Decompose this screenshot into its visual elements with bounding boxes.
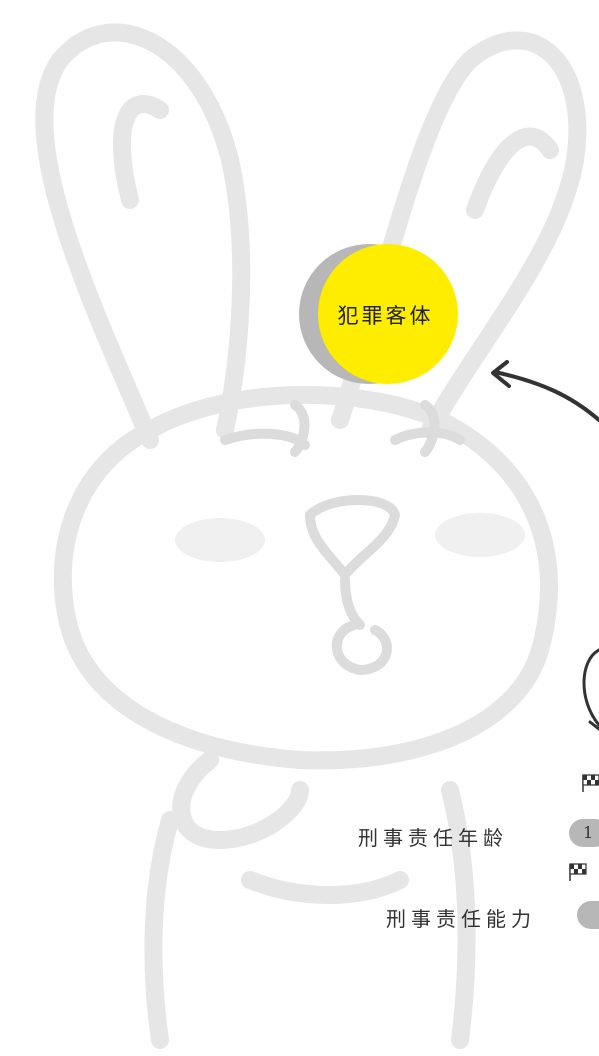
bracket-curve (582, 648, 599, 727)
checkered-flag-icon (582, 774, 599, 792)
arrow-head-icon (491, 360, 511, 388)
checkered-flag-icon (569, 863, 587, 881)
topic-bubble-circle (318, 244, 458, 384)
arrow-line (493, 370, 599, 422)
topic-label: 犯罪客体 (337, 304, 434, 328)
item-number-badge: 1 (569, 819, 599, 847)
item-number-badge (577, 901, 599, 929)
item-label-criminal-capacity: 刑事责任能力 (386, 907, 536, 931)
topic-bubble: 犯罪客体 (299, 238, 459, 388)
item-label-criminal-age: 刑事责任年龄 (358, 826, 508, 850)
